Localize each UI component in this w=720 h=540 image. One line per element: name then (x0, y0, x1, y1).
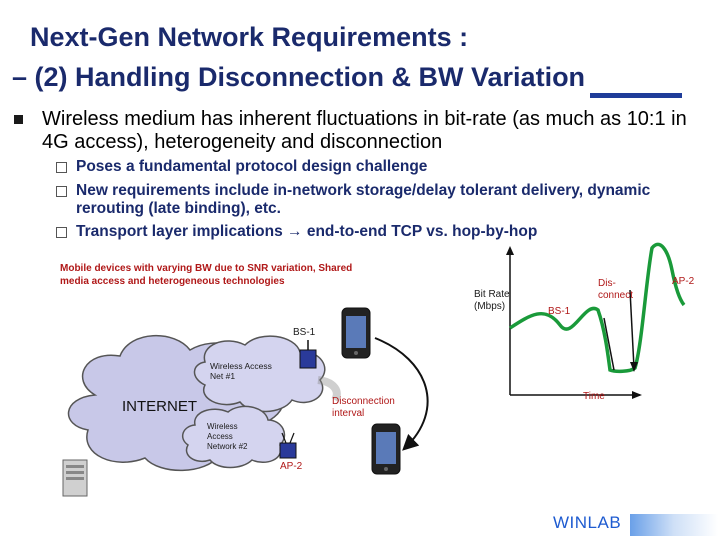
internet-label: INTERNET (122, 398, 197, 415)
checkbox-bullet-icon (56, 186, 67, 197)
bs1-antenna-icon (299, 340, 317, 369)
wireless-net1-label: Wireless Access Net #1 (210, 361, 272, 381)
main-bullet-text: Wireless medium has inherent fluctuation… (42, 108, 687, 153)
server-icon (62, 459, 88, 497)
sub-bullet-3: Transport layer implications → end-to-en… (76, 223, 538, 240)
disconnection-interval-label: Disconnection interval (332, 396, 395, 419)
slide-title-line1: Next-Gen Network Requirements : (30, 22, 469, 52)
phone-icon (341, 307, 371, 359)
graph-disconnect-label: Dis- connect (598, 278, 634, 301)
graph-y-axis-label: Bit Rate (Mbps) (474, 289, 510, 312)
bullet-square-icon (14, 115, 23, 124)
winlab-logo: WINLAB (553, 513, 622, 532)
ap2-antenna-icon (279, 432, 297, 459)
winlab-logo-bar (630, 514, 718, 536)
sub-bullet-1: Poses a fundamental protocol design chal… (76, 158, 428, 175)
bitrate-graph (506, 242, 686, 399)
phone-icon (371, 423, 401, 475)
diagram-caption: Mobile devices with varying BW due to SN… (60, 263, 353, 287)
graph-x-axis-label: Time (583, 391, 605, 402)
ap2-label: AP-2 (280, 461, 303, 472)
graph-bs1-label: BS-1 (548, 306, 571, 317)
wireless-net2-label: Wireless Access Network #2 (207, 422, 248, 451)
checkbox-bullet-icon (56, 227, 67, 238)
wireless-net1-cloud-icon (193, 335, 326, 413)
slide-title-line2: – (2) Handling Disconnection & BW Variat… (12, 62, 586, 92)
move-arrow (374, 337, 429, 451)
graph-ap2-label: AP-2 (672, 276, 695, 287)
bs1-label: BS-1 (293, 327, 316, 338)
checkbox-bullet-icon (56, 162, 67, 173)
title-underline (590, 93, 682, 98)
wireless-net2-cloud-icon (181, 405, 286, 469)
sub-bullet-2: New requirements include in-network stor… (76, 182, 651, 217)
